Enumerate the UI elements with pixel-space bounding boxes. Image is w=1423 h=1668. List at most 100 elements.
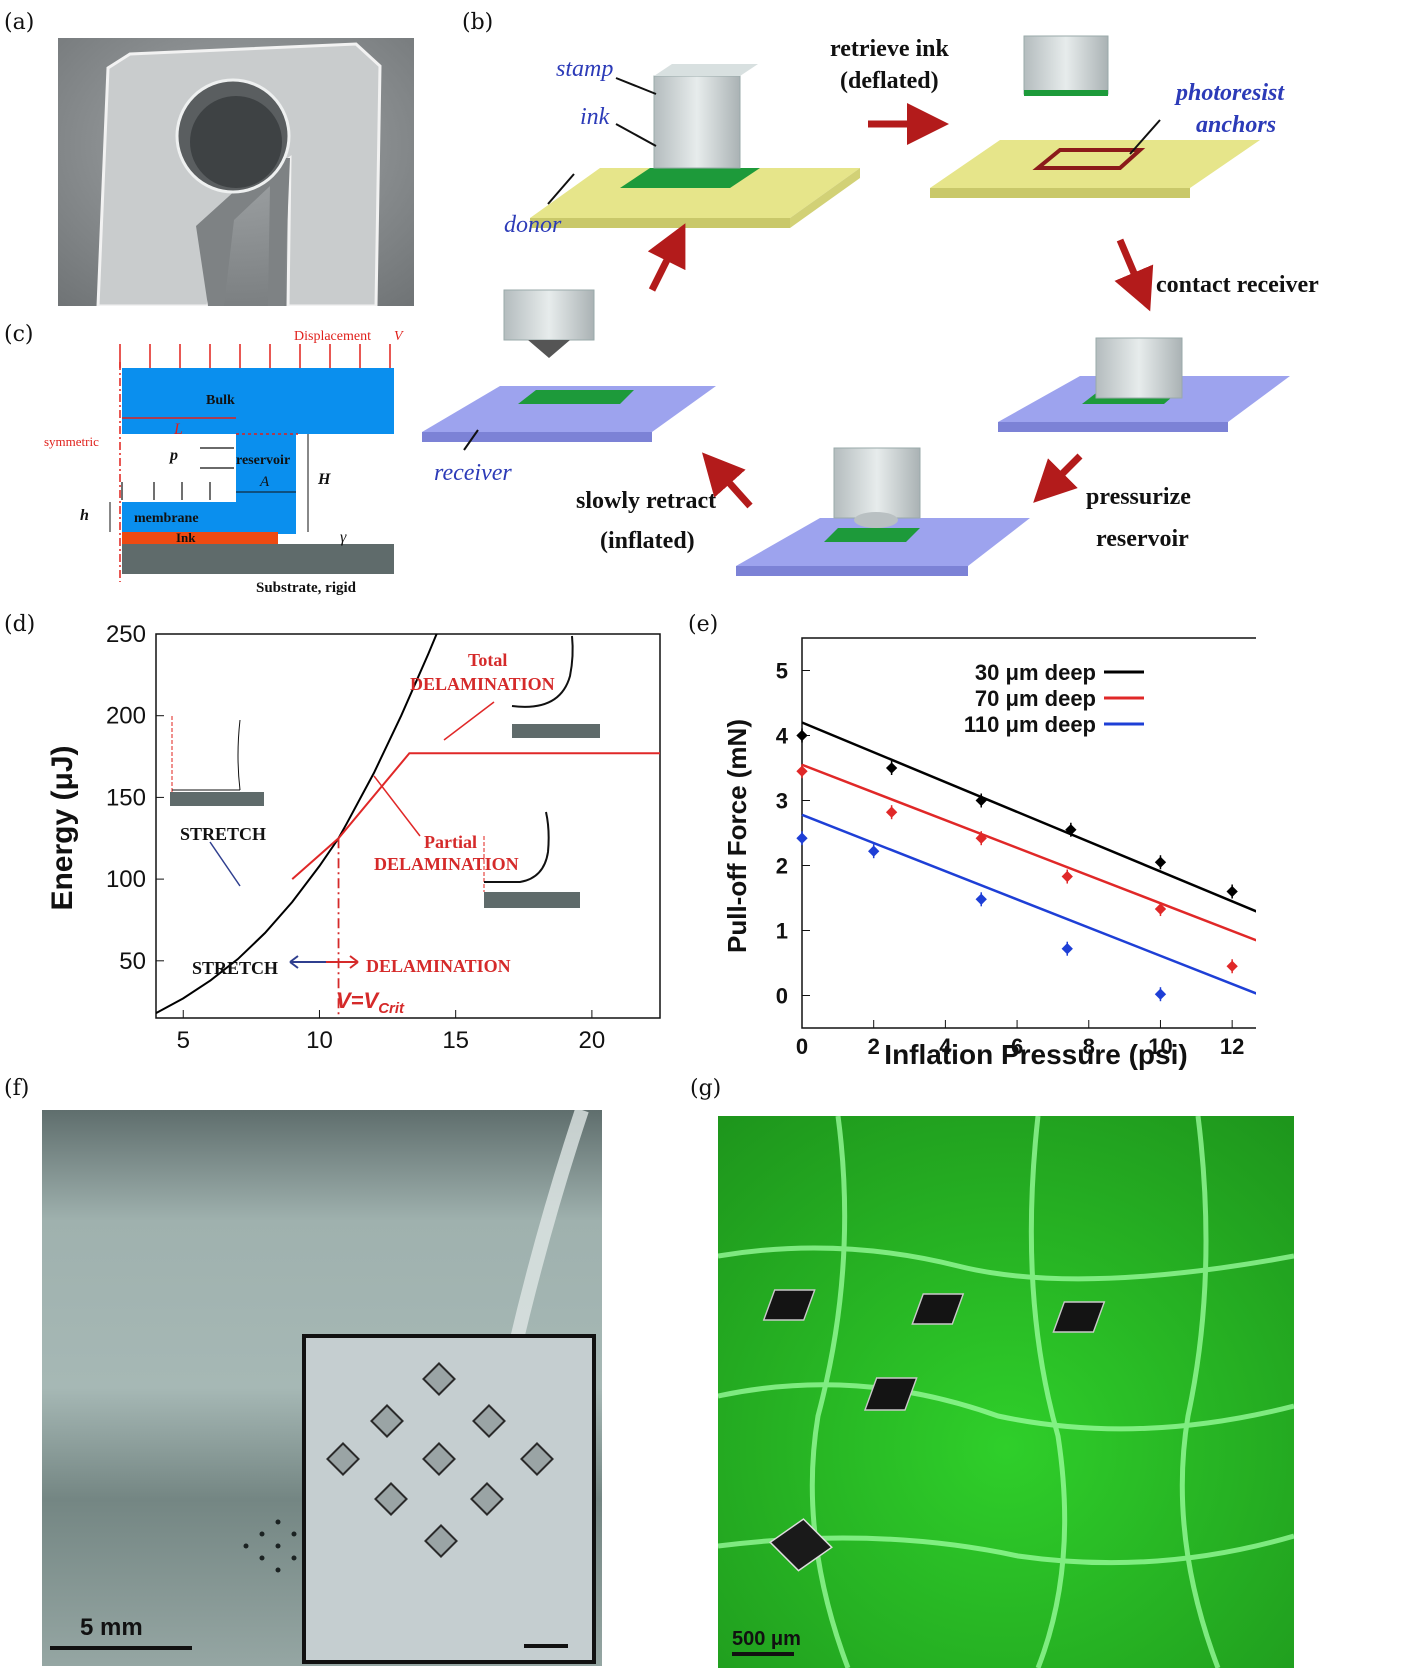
stretch-inset-sketch xyxy=(170,716,264,806)
force-ytick-label: 3 xyxy=(776,789,788,814)
displacement-arrows xyxy=(119,344,391,368)
pressurize-label: pressurize xyxy=(1086,484,1191,510)
p-label: p xyxy=(168,447,178,464)
force-plot-frame xyxy=(801,637,1269,1029)
panel-label-a: (a) xyxy=(4,10,35,35)
chip-2 xyxy=(911,1293,965,1325)
force-legend-label: 110 μm deep xyxy=(964,712,1096,737)
chip-4 xyxy=(863,1377,918,1411)
scalebar-f-label: 5 mm xyxy=(80,1614,143,1641)
stretch-label: STRETCH xyxy=(180,824,266,844)
energy-series-line-2 xyxy=(291,752,660,880)
displacement-label: Displacement xyxy=(294,329,371,344)
stamp-geometry-schematic: Displacement V Bulk symmetric L p reserv… xyxy=(40,322,420,602)
receiver-plate-2 xyxy=(736,447,1030,576)
energy-series-line-1 xyxy=(156,634,438,1014)
force-xtick-label: 12 xyxy=(1220,1034,1244,1059)
partial-delamination-inset-sketch xyxy=(483,811,580,908)
anchor-pointer xyxy=(1129,119,1161,155)
receiver-plate-3 xyxy=(422,289,716,442)
ink-layer xyxy=(122,532,278,544)
h-label: h xyxy=(80,507,89,524)
scalebar-g xyxy=(732,1652,794,1656)
reservoir-label: reservoir xyxy=(1096,526,1189,552)
stamp-label: stamp xyxy=(556,56,613,82)
transfer-cycle-diagram: stamp ink donor retrieve ink (deflated) … xyxy=(420,20,1420,590)
cycle-arrow-4 xyxy=(701,452,753,509)
energy-ytick-label: 150 xyxy=(106,784,146,811)
sem-image xyxy=(58,38,414,306)
force-xtick-label: 2 xyxy=(868,1034,880,1059)
force-ylabel: Pull-off Force (mN) xyxy=(722,719,752,953)
retract-label: slowly retract xyxy=(576,488,716,514)
panel-label-d: (d) xyxy=(4,612,36,637)
force-fit-line-3 xyxy=(801,813,1269,1000)
force-ytick-label: 1 xyxy=(776,919,788,944)
chip-1 xyxy=(762,1289,816,1321)
energy-ytick-label: 100 xyxy=(106,866,146,893)
stretch-region-label: STRETCH xyxy=(192,958,278,978)
V-label: V xyxy=(394,329,404,344)
energy-xtick-label: 5 xyxy=(177,1027,190,1054)
inflated-label: (inflated) xyxy=(600,528,695,554)
inset-magnified xyxy=(302,1334,596,1664)
donor-plate-1 xyxy=(530,64,860,228)
energy-xtick-label: 15 xyxy=(442,1027,469,1054)
anchors-label: anchors xyxy=(1196,112,1276,138)
force-xtick-label: 10 xyxy=(1148,1034,1172,1059)
cycle-arrow-3 xyxy=(1033,453,1083,503)
scalebar-f xyxy=(50,1646,192,1650)
receiver-label: receiver xyxy=(434,460,512,486)
partial-label: Partial xyxy=(424,832,477,852)
array-photo xyxy=(42,1110,602,1666)
force-ytick-label: 2 xyxy=(776,854,788,879)
inset-scalebar xyxy=(524,1644,568,1648)
delamination-region-label: DELAMINATION xyxy=(366,956,511,976)
ink-label-c: Ink xyxy=(176,530,196,545)
panel-label-e: (e) xyxy=(688,612,719,637)
pressure-arrows xyxy=(121,447,234,500)
force-xlabel: Inflation Pressure (psi) xyxy=(884,1039,1187,1070)
panel-label-g: (g) xyxy=(690,1076,722,1101)
L-label: L xyxy=(173,421,183,438)
force-ytick-label: 0 xyxy=(776,984,788,1009)
panel-label-c: (c) xyxy=(4,322,34,347)
force-xtick-label: 0 xyxy=(796,1034,808,1059)
deflated-label: (deflated) xyxy=(840,68,939,94)
substrate xyxy=(122,544,394,574)
leaf-photo xyxy=(718,1116,1294,1668)
ink-label: ink xyxy=(580,104,610,130)
stretch-pointer xyxy=(209,841,241,887)
contact-label: contact receiver xyxy=(1156,272,1319,298)
partial-delam-pointer xyxy=(373,775,421,837)
receiver-plate-1 xyxy=(998,337,1290,432)
donor-label: donor xyxy=(504,212,562,238)
force-fit-line-2 xyxy=(801,763,1269,946)
energy-ytick-label: 200 xyxy=(106,703,146,730)
reservoir-label-c: reservoir xyxy=(236,453,290,468)
total-delamination-inset-sketch xyxy=(511,635,600,738)
force-ytick-label: 4 xyxy=(776,724,789,749)
donor-pointer xyxy=(547,173,575,205)
receiver-pointer xyxy=(463,429,479,451)
ink-pointer xyxy=(615,123,657,147)
delamination-direction-arrow xyxy=(326,955,359,969)
chip-3 xyxy=(1052,1301,1106,1333)
A-label: A xyxy=(259,474,270,490)
cycle-arrow-2 xyxy=(1114,238,1154,312)
membrane-label: membrane xyxy=(134,511,199,526)
force-ytick-label: 5 xyxy=(776,659,788,684)
inset-chips xyxy=(326,1362,554,1558)
energy-ytick-label: 50 xyxy=(119,948,146,975)
retrieve-label: retrieve ink xyxy=(830,36,950,62)
panel-label-b: (b) xyxy=(462,10,494,35)
partial-delamination-label: DELAMINATION xyxy=(374,854,519,874)
stretch-direction-arrow xyxy=(289,955,326,969)
stamp-pointer xyxy=(615,77,657,95)
energy-xtick-label: 20 xyxy=(579,1027,606,1054)
force-fit-line-1 xyxy=(801,721,1269,918)
H-label: H xyxy=(317,471,331,488)
vcrit-label: V=VCrit xyxy=(336,988,405,1017)
